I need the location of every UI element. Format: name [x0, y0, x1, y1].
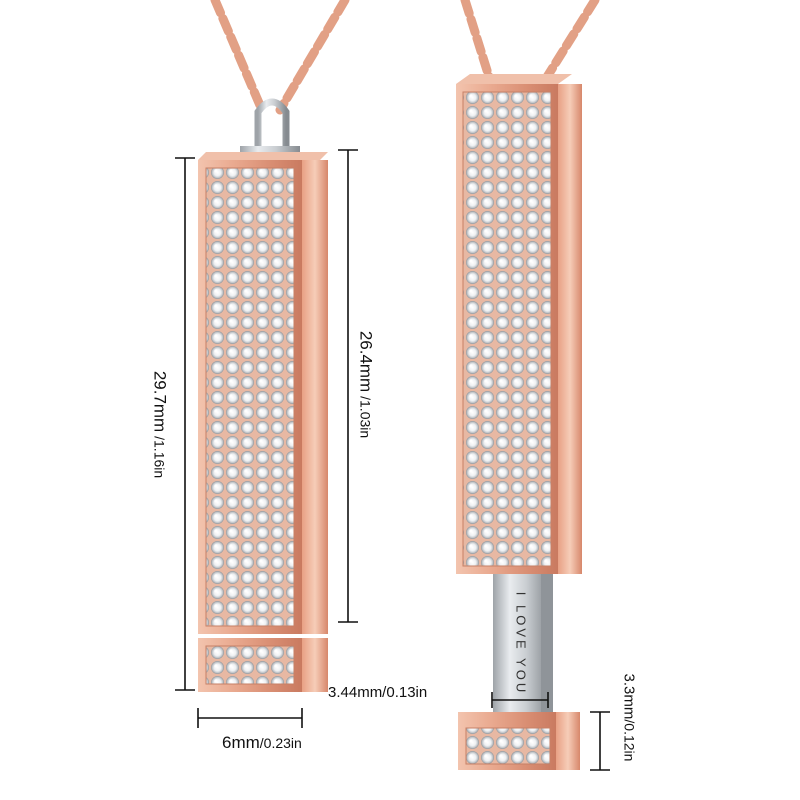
dim-width-value: 6mm — [222, 733, 260, 752]
dim-total-length-value: 29.7mm — [150, 370, 170, 433]
dim-width-alt: /0.23in — [259, 735, 302, 751]
dim-width: 6mm/0.23in — [222, 734, 302, 751]
pendant-right — [456, 74, 582, 770]
dimension-lines — [175, 149, 610, 771]
dim-tube-width: 3.44mm/0.13in — [328, 685, 427, 700]
dim-cap-height-value: 3.3mm — [620, 673, 638, 720]
chain-right — [460, 0, 600, 85]
dim-total-length-alt: /1.16in — [151, 432, 168, 479]
dim-cap-height-alt: /0.12in — [621, 719, 638, 762]
pendant-left — [198, 98, 328, 692]
engraving-text: I LOVE YOU — [513, 591, 529, 696]
dim-total-length: 29.7mm /1.16in — [150, 345, 170, 505]
dim-bar-length-alt: /1.03in — [357, 392, 374, 439]
chain-left — [210, 0, 350, 115]
dim-cap-height: 3.3mm/0.12in — [620, 663, 638, 773]
dim-tube-width-value: 3.44mm/0.13in — [328, 684, 428, 701]
dim-bar-length-value: 26.4mm — [356, 330, 376, 393]
dim-bar-length: 26.4mm /1.03in — [356, 305, 376, 465]
